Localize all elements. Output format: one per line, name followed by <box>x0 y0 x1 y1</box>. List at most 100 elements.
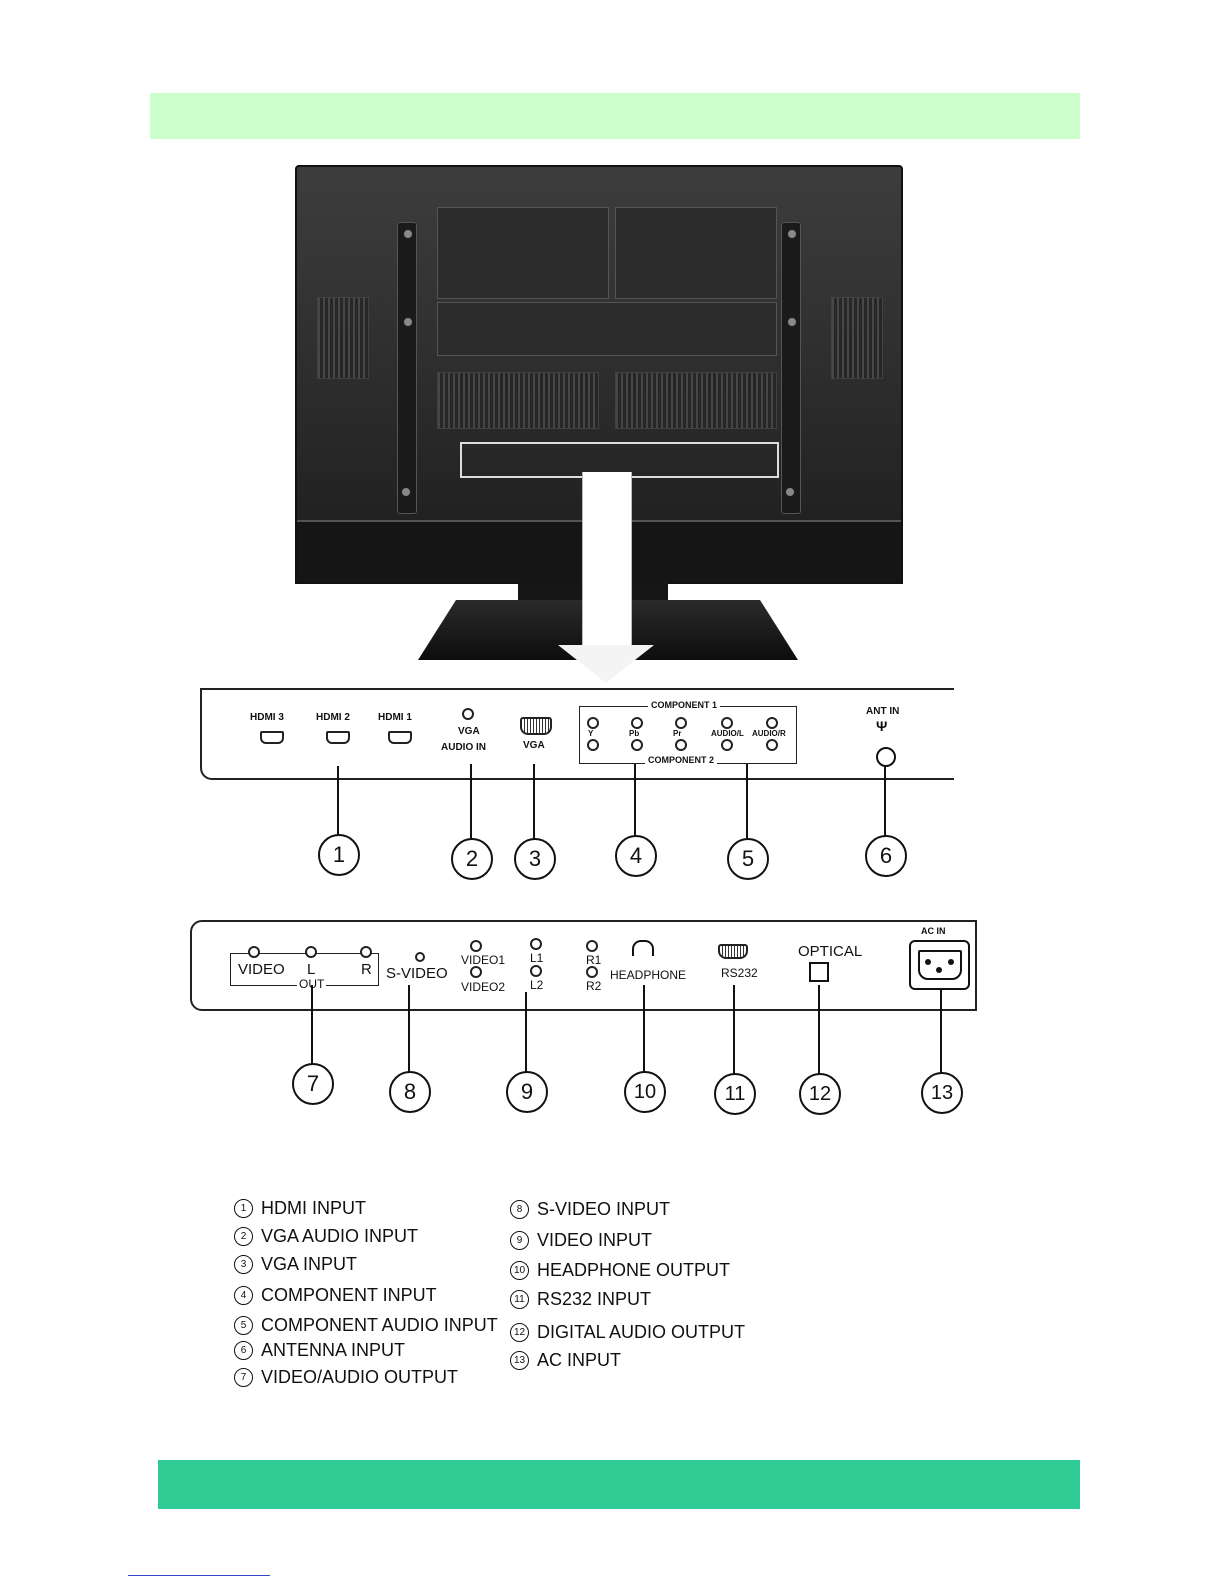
callout-8: 8 <box>389 1071 431 1113</box>
audio-l-out-jack-icon <box>305 946 317 958</box>
callout-2: 2 <box>451 838 493 880</box>
antenna-jack-icon <box>876 747 896 767</box>
antenna-symbol-icon: Ψ <box>876 718 888 734</box>
legend-number: 8 <box>510 1200 529 1219</box>
label-video-out: VIDEO <box>238 961 285 978</box>
leader-7 <box>311 985 313 1065</box>
label-hdmi1: HDMI 1 <box>378 712 412 723</box>
leader-10 <box>643 985 645 1073</box>
bolt <box>787 317 797 327</box>
footer-link-underline <box>128 1575 270 1576</box>
leader-11 <box>733 985 735 1075</box>
label-optical: OPTICAL <box>798 943 863 960</box>
legend-text: HDMI INPUT <box>261 1198 366 1218</box>
legend-number: 11 <box>510 1290 529 1309</box>
l2-jack-icon <box>530 965 542 977</box>
leader-6 <box>884 766 886 836</box>
speaker-grill-right <box>831 297 883 379</box>
label-out: OUT <box>297 977 327 991</box>
bolt <box>785 487 795 497</box>
legend-text: ANTENNA INPUT <box>261 1340 406 1360</box>
speaker-grill-left <box>317 297 369 379</box>
callout-13: 13 <box>921 1072 963 1114</box>
label-hdmi3: HDMI 3 <box>250 712 284 723</box>
label-ac-in: AC IN <box>921 926 946 936</box>
video1-jack-icon <box>470 940 482 952</box>
label-rs232: RS232 <box>721 966 758 980</box>
leader-9 <box>525 992 527 1072</box>
ac-inlet-socket <box>918 950 962 980</box>
component-pb1-jack-icon <box>631 717 643 729</box>
label-r1: R1 <box>586 953 602 967</box>
ac-pin <box>936 967 942 973</box>
label-comp-pb: Pb <box>629 729 640 738</box>
label-component2: COMPONENT 2 <box>645 755 718 765</box>
label-l-out: L <box>307 961 316 978</box>
legend-number: 7 <box>234 1368 253 1387</box>
component-pr1-jack-icon <box>675 717 687 729</box>
component-audio-l2-jack-icon <box>721 739 733 751</box>
label-vga-audio-1: VGA <box>458 726 480 737</box>
label-ant-in: ANT IN <box>866 706 900 717</box>
legend-text: DIGITAL AUDIO OUTPUT <box>537 1322 746 1342</box>
component-audio-l1-jack-icon <box>721 717 733 729</box>
vent-grill-left <box>437 372 599 429</box>
label-svideo: S-VIDEO <box>386 965 448 982</box>
label-video2: VIDEO2 <box>461 980 506 994</box>
footer-band <box>158 1460 1080 1509</box>
legend-number: 6 <box>234 1341 253 1360</box>
callout-3: 3 <box>514 838 556 880</box>
label-comp-pr: Pr <box>673 729 682 738</box>
callout-7: 7 <box>292 1063 334 1105</box>
legend-number: 1 <box>234 1199 253 1218</box>
label-r-out: R <box>361 961 372 978</box>
callout-9: 9 <box>506 1071 548 1113</box>
legend-number: 10 <box>510 1261 529 1280</box>
callout-10: 10 <box>624 1071 666 1113</box>
callout-1: 1 <box>318 834 360 876</box>
bolt <box>401 487 411 497</box>
legend-text: VIDEO/AUDIO OUTPUT <box>261 1367 459 1387</box>
callout-6: 6 <box>865 835 907 877</box>
mount-rail-right <box>781 222 801 514</box>
legend-text: HEADPHONE OUTPUT <box>537 1260 731 1280</box>
hdmi1-port-icon <box>388 731 412 744</box>
component-audio-r2-jack-icon <box>766 739 778 751</box>
rear-panel-left <box>437 207 609 299</box>
video-out-jack-icon <box>248 946 260 958</box>
legend-text: VIDEO INPUT <box>537 1230 653 1250</box>
connector-panel-bottom <box>190 920 977 1011</box>
legend-number: 2 <box>234 1227 253 1246</box>
ac-pin <box>925 959 931 965</box>
rear-panel-right <box>615 207 777 299</box>
label-vga: VGA <box>523 740 545 751</box>
legend-number: 3 <box>234 1255 253 1274</box>
label-audio-r: AUDIO/R <box>752 729 786 738</box>
rs232-port-icon <box>718 944 748 959</box>
video2-jack-icon <box>470 966 482 978</box>
legend-text: RS232 INPUT <box>537 1289 652 1309</box>
hdmi2-port-icon <box>326 731 350 744</box>
label-headphone: HEADPHONE <box>610 968 687 982</box>
svideo-jack-icon <box>415 952 425 962</box>
leader-4 <box>634 764 636 836</box>
connector-panel-top <box>200 688 954 780</box>
legend-text: VGA INPUT <box>261 1254 358 1274</box>
audio-r-out-jack-icon <box>360 946 372 958</box>
label-l2: L2 <box>530 978 544 992</box>
component-y2-jack-icon <box>587 739 599 751</box>
rear-panel-center <box>437 302 777 356</box>
ac-pin <box>948 959 954 965</box>
legend-number: 9 <box>510 1231 529 1250</box>
zoom-arrow-shaft <box>582 472 632 647</box>
leader-1 <box>337 766 339 836</box>
vga-audio-jack-icon <box>462 708 474 720</box>
component-y1-jack-icon <box>587 717 599 729</box>
label-audio-l: AUDIO/L <box>711 729 744 738</box>
legend-text: COMPONENT AUDIO INPUT <box>261 1315 498 1335</box>
